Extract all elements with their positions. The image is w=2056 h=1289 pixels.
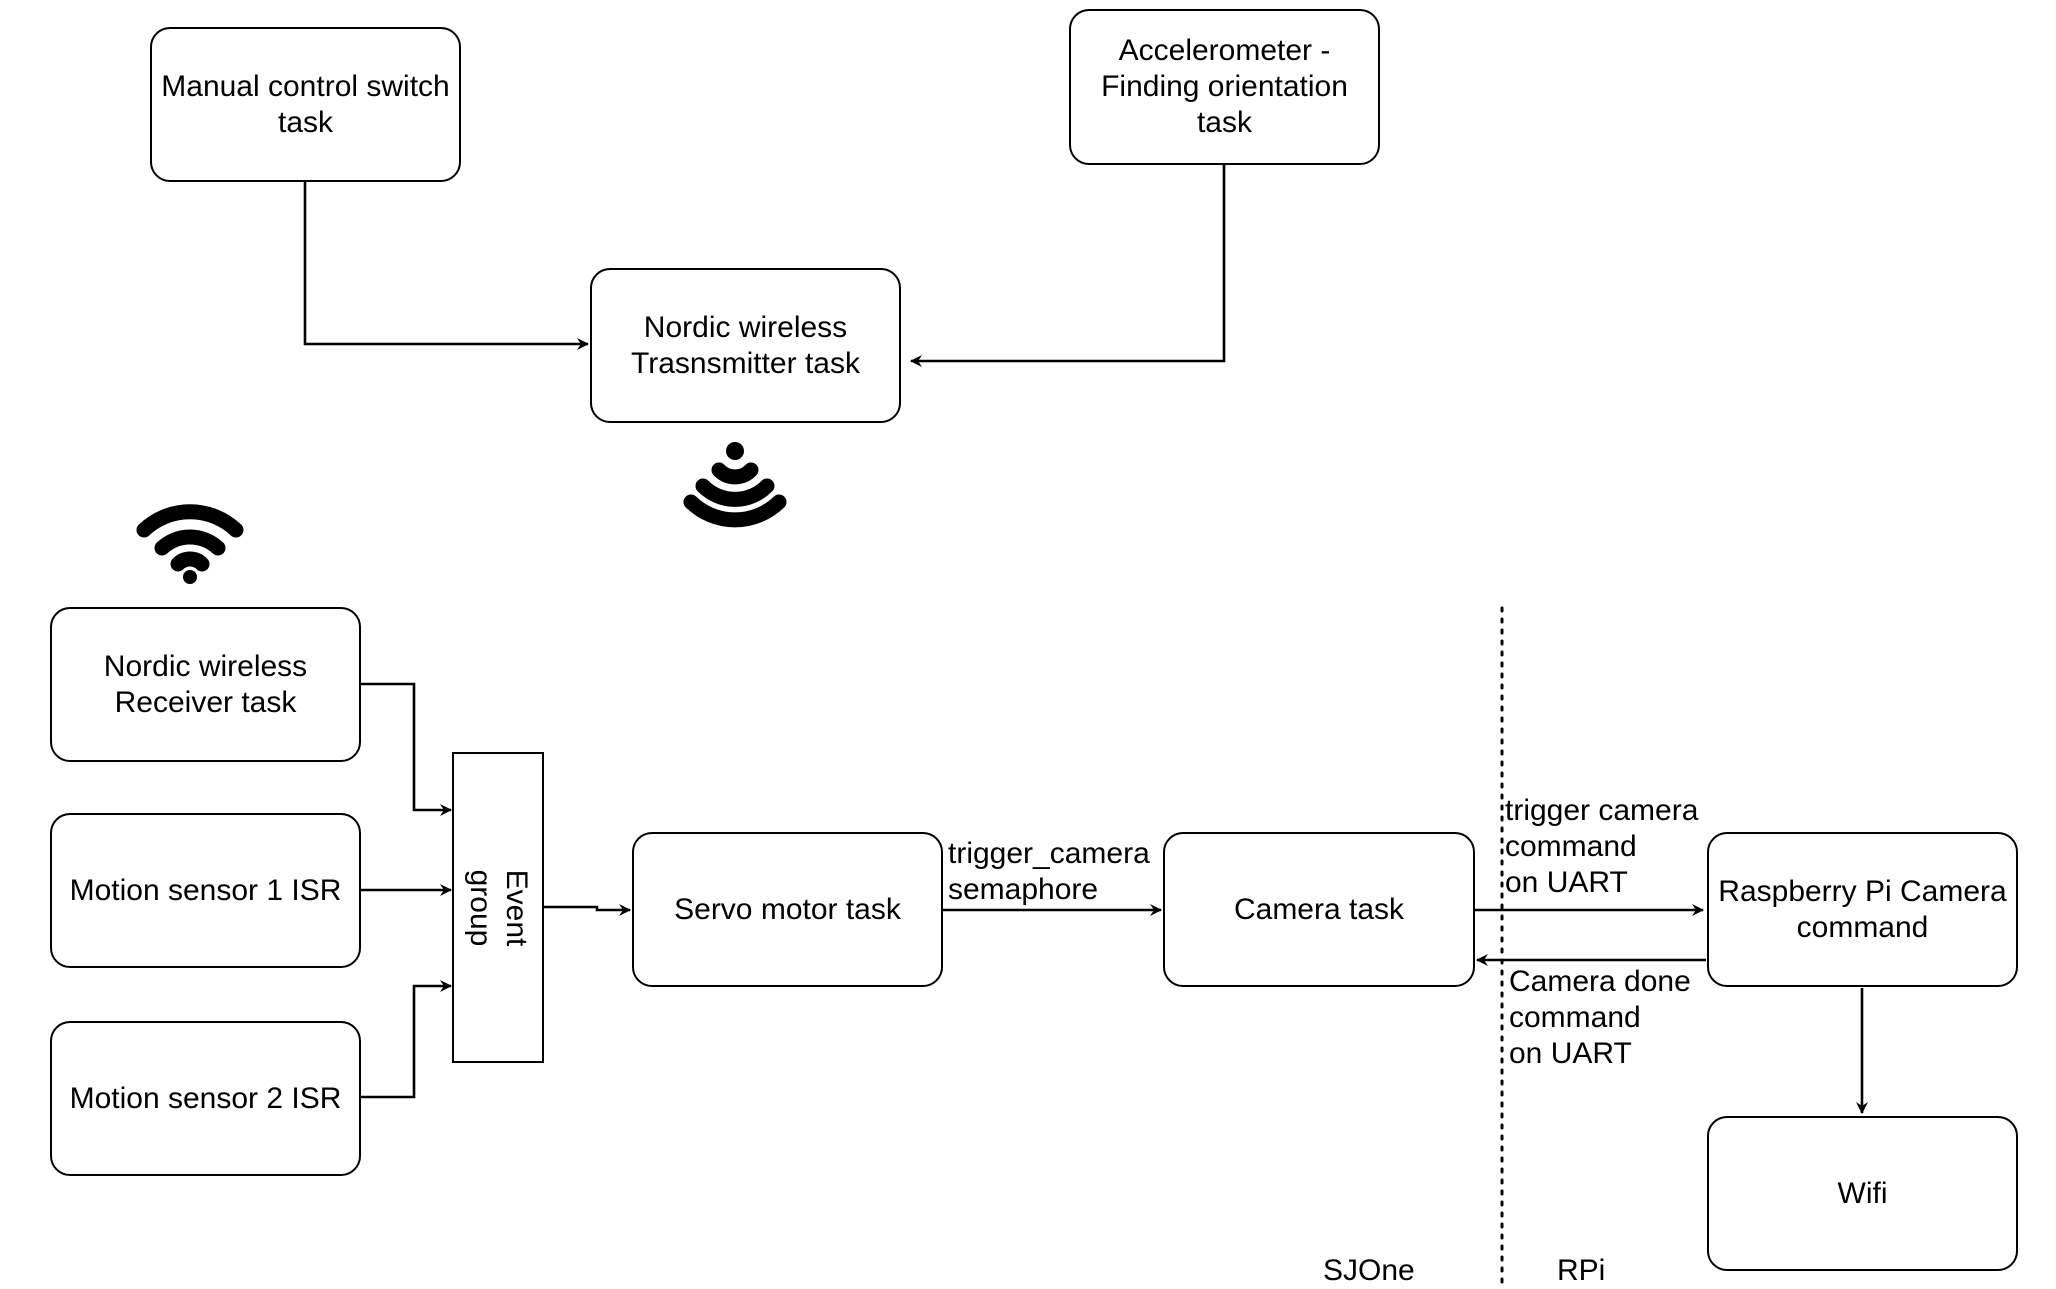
manual-control-switch-task: Manual control switch task [150, 27, 461, 182]
trigger-uart-label: trigger camera command on UART [1505, 794, 1699, 899]
servo-motor-task: Servo motor task [632, 832, 943, 987]
motion-sensor-2-isr: Motion sensor 2 ISR [50, 1021, 361, 1176]
edge-event-group-to-servo [544, 904, 631, 916]
event-group: Event group [452, 752, 544, 1063]
region-label-sjone: SJOne [1323, 1254, 1415, 1287]
accelerometer-task: Accelerometer - Finding orientation task [1069, 9, 1380, 165]
camera-done-uart-label: Camera done command on UART [1509, 965, 1691, 1070]
edge-manual-to-transmitter [303, 181, 589, 350]
nordic-transmitter-task: Nordic wireless Trasnsmitter task [590, 268, 901, 423]
wifi-box: Wifi [1707, 1116, 2018, 1271]
camera-task: Camera task [1163, 832, 1475, 987]
edge-accelerometer-to-transmitter [910, 164, 1226, 367]
wireless-broadcast-icon [683, 442, 787, 528]
edge-motion2-to-event-group [361, 980, 452, 1099]
nordic-receiver-task: Nordic wireless Receiver task [50, 607, 361, 762]
wifi-icon [136, 504, 244, 584]
semaphore-label: trigger_camera semaphore [948, 837, 1150, 906]
edge-receiver-to-event-group [361, 682, 452, 816]
motion-sensor-1-isr: Motion sensor 1 ISR [50, 813, 361, 968]
raspberry-pi-camera-command: Raspberry Pi Camera command [1707, 832, 2018, 987]
region-label-rpi: RPi [1557, 1254, 1606, 1287]
event-group-label: Event group [464, 869, 533, 946]
